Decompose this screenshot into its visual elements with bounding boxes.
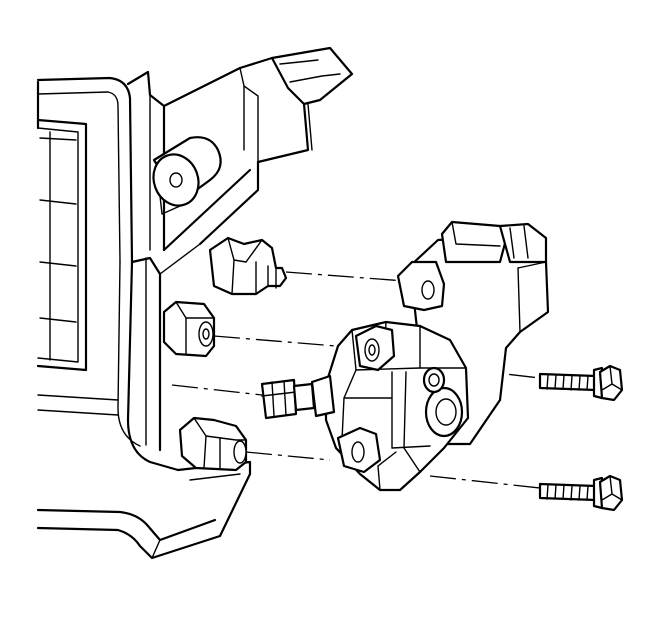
lower-locating-pin [178, 416, 248, 472]
upper-locating-pin [208, 236, 288, 296]
upper-mounting-bolt [538, 364, 624, 402]
middle-locating-pin [162, 300, 216, 358]
drive-shaft-coupler [260, 378, 323, 420]
lower-mounting-bolt [538, 474, 624, 512]
alignment-lines [171, 271, 541, 489]
actuator-motor [310, 220, 550, 492]
mounting-pivot-boss [152, 136, 222, 215]
